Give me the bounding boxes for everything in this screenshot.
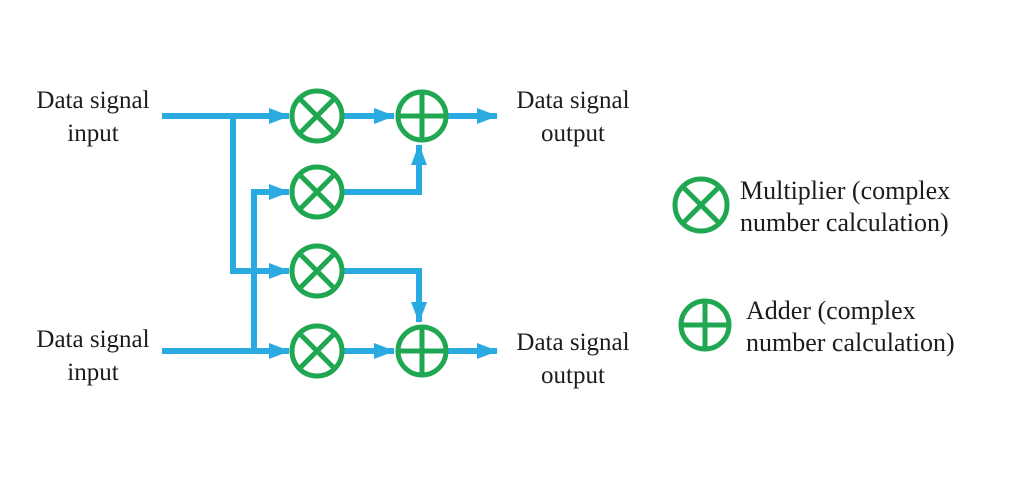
edge-multiplier2-to-adder1 xyxy=(342,144,427,195)
x-stroke xyxy=(681,185,721,225)
input-top-label-line1: Data signal xyxy=(36,87,150,114)
input-bottom-label: Data signal input xyxy=(20,323,166,389)
multiplier1-node xyxy=(289,88,345,144)
multiplier3-node xyxy=(289,243,345,299)
input-bottom-label-line1: Data signal xyxy=(36,326,150,353)
legend-multiplier-symbol xyxy=(672,176,730,234)
output-top-label-line2: output xyxy=(541,120,605,147)
legend-adder-symbol xyxy=(678,298,732,352)
edge-input2-to-multiplier2 xyxy=(251,184,290,351)
legend-adder-label-line1: Adder (complex xyxy=(746,296,916,325)
edge-input1-to-multiplier3 xyxy=(230,116,290,279)
x-stroke xyxy=(298,173,336,211)
x-stroke xyxy=(298,252,336,290)
legend-adder-label: Adder (complex number calculation) xyxy=(746,295,955,359)
x-stroke xyxy=(298,97,336,135)
input-top-label-line2: input xyxy=(67,120,119,147)
edge-multiplier3-to-adder2 xyxy=(342,268,427,323)
output-bottom-label: Data signal output xyxy=(500,326,646,392)
legend-multiplier-label: Multiplier (complex number calculation) xyxy=(740,175,950,239)
x-stroke xyxy=(298,332,336,370)
legend-adder-label-line2: number calculation) xyxy=(746,328,955,357)
output-bottom-label-line1: Data signal xyxy=(516,329,630,356)
multiplier2-node xyxy=(289,164,345,220)
input-top-label: Data signal input xyxy=(20,84,166,150)
output-bottom-label-line2: output xyxy=(541,362,605,389)
output-top-label-line1: Data signal xyxy=(516,87,630,114)
input-bottom-label-line2: input xyxy=(67,359,119,386)
legend-multiplier-label-line2: number calculation) xyxy=(740,208,949,237)
edges xyxy=(162,108,498,359)
multiplier4-node xyxy=(289,323,345,379)
output-top-label: Data signal output xyxy=(500,84,646,150)
legend-multiplier-label-line1: Multiplier (complex xyxy=(740,176,951,205)
adder1-node xyxy=(395,89,449,143)
adder2-node xyxy=(395,324,449,378)
